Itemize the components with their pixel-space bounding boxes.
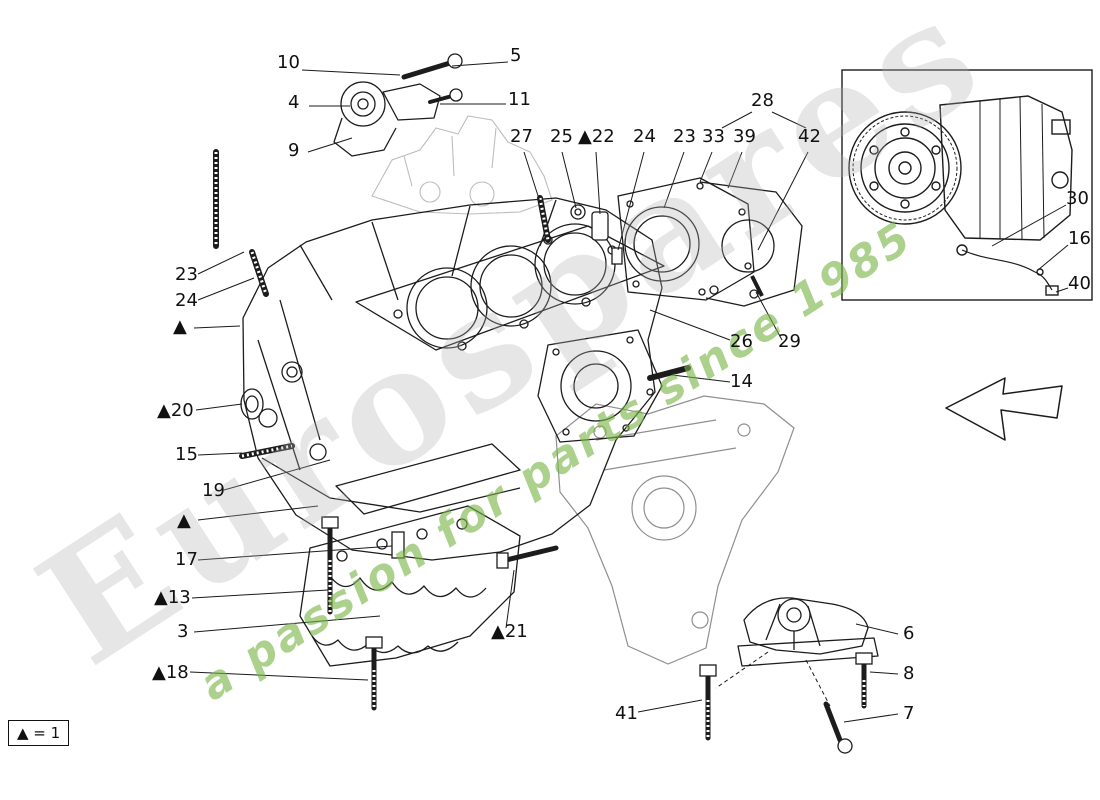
callout-20: ▲20	[157, 400, 194, 421]
callout-22: ▲22	[578, 126, 615, 147]
callout-25: 25	[550, 126, 573, 147]
callout-8: 8	[903, 663, 915, 684]
callout-21: ▲21	[491, 621, 528, 642]
callout-33: 33	[702, 126, 725, 147]
callout-19: 19	[202, 480, 225, 501]
callout-3: 3	[177, 621, 189, 642]
callout-9: 9	[288, 140, 300, 161]
callout-23-left: 23	[175, 264, 198, 285]
faded-engine-sketch	[371, 115, 553, 215]
callout-29: 29	[778, 331, 801, 352]
callout-14: 14	[730, 371, 753, 392]
callout-40: 40	[1068, 273, 1091, 294]
callout-7: 7	[903, 703, 915, 724]
callout-27: 27	[510, 126, 533, 147]
callout-triangle-lower: ▲	[177, 510, 191, 531]
callout-41: 41	[615, 703, 638, 724]
callout-28: 28	[751, 90, 774, 111]
legend-box: ▲ = 1	[8, 720, 70, 746]
callout-17: 17	[175, 549, 198, 570]
direction-arrow-icon	[945, 377, 1063, 441]
callout-18: ▲18	[152, 662, 189, 683]
fastener-heads	[321, 53, 873, 754]
callout-16: 16	[1068, 228, 1091, 249]
callout-13: ▲13	[154, 587, 191, 608]
callout-30: 30	[1066, 188, 1089, 209]
callout-15: 15	[175, 444, 198, 465]
callout-10: 10	[277, 52, 300, 73]
callout-5: 5	[510, 45, 522, 66]
engine-block-drawing	[240, 197, 665, 561]
callout-39: 39	[733, 126, 756, 147]
callout-42: 42	[798, 126, 821, 147]
callout-6: 6	[903, 623, 915, 644]
leader-lines	[189, 61, 1069, 723]
callout-23-top: 23	[673, 126, 696, 147]
gearbox-inset	[841, 69, 1093, 301]
fasteners-drawing	[213, 60, 867, 743]
callout-11: 11	[508, 89, 531, 110]
callout-4: 4	[288, 92, 300, 113]
gasket-cover-drawing	[617, 177, 803, 307]
fastener-threads	[214, 152, 866, 738]
callout-24-left: 24	[175, 290, 198, 311]
engine-mount-drawing	[715, 597, 879, 707]
top-mount-drawing	[333, 81, 441, 157]
legend-label: ▲ = 1	[17, 724, 61, 742]
callout-24-top: 24	[633, 126, 656, 147]
faded-subframe-sketch	[555, 395, 795, 665]
bedplate-drawing	[299, 505, 521, 667]
callout-triangle-upper: ▲	[173, 316, 187, 337]
callout-26: 26	[730, 331, 753, 352]
